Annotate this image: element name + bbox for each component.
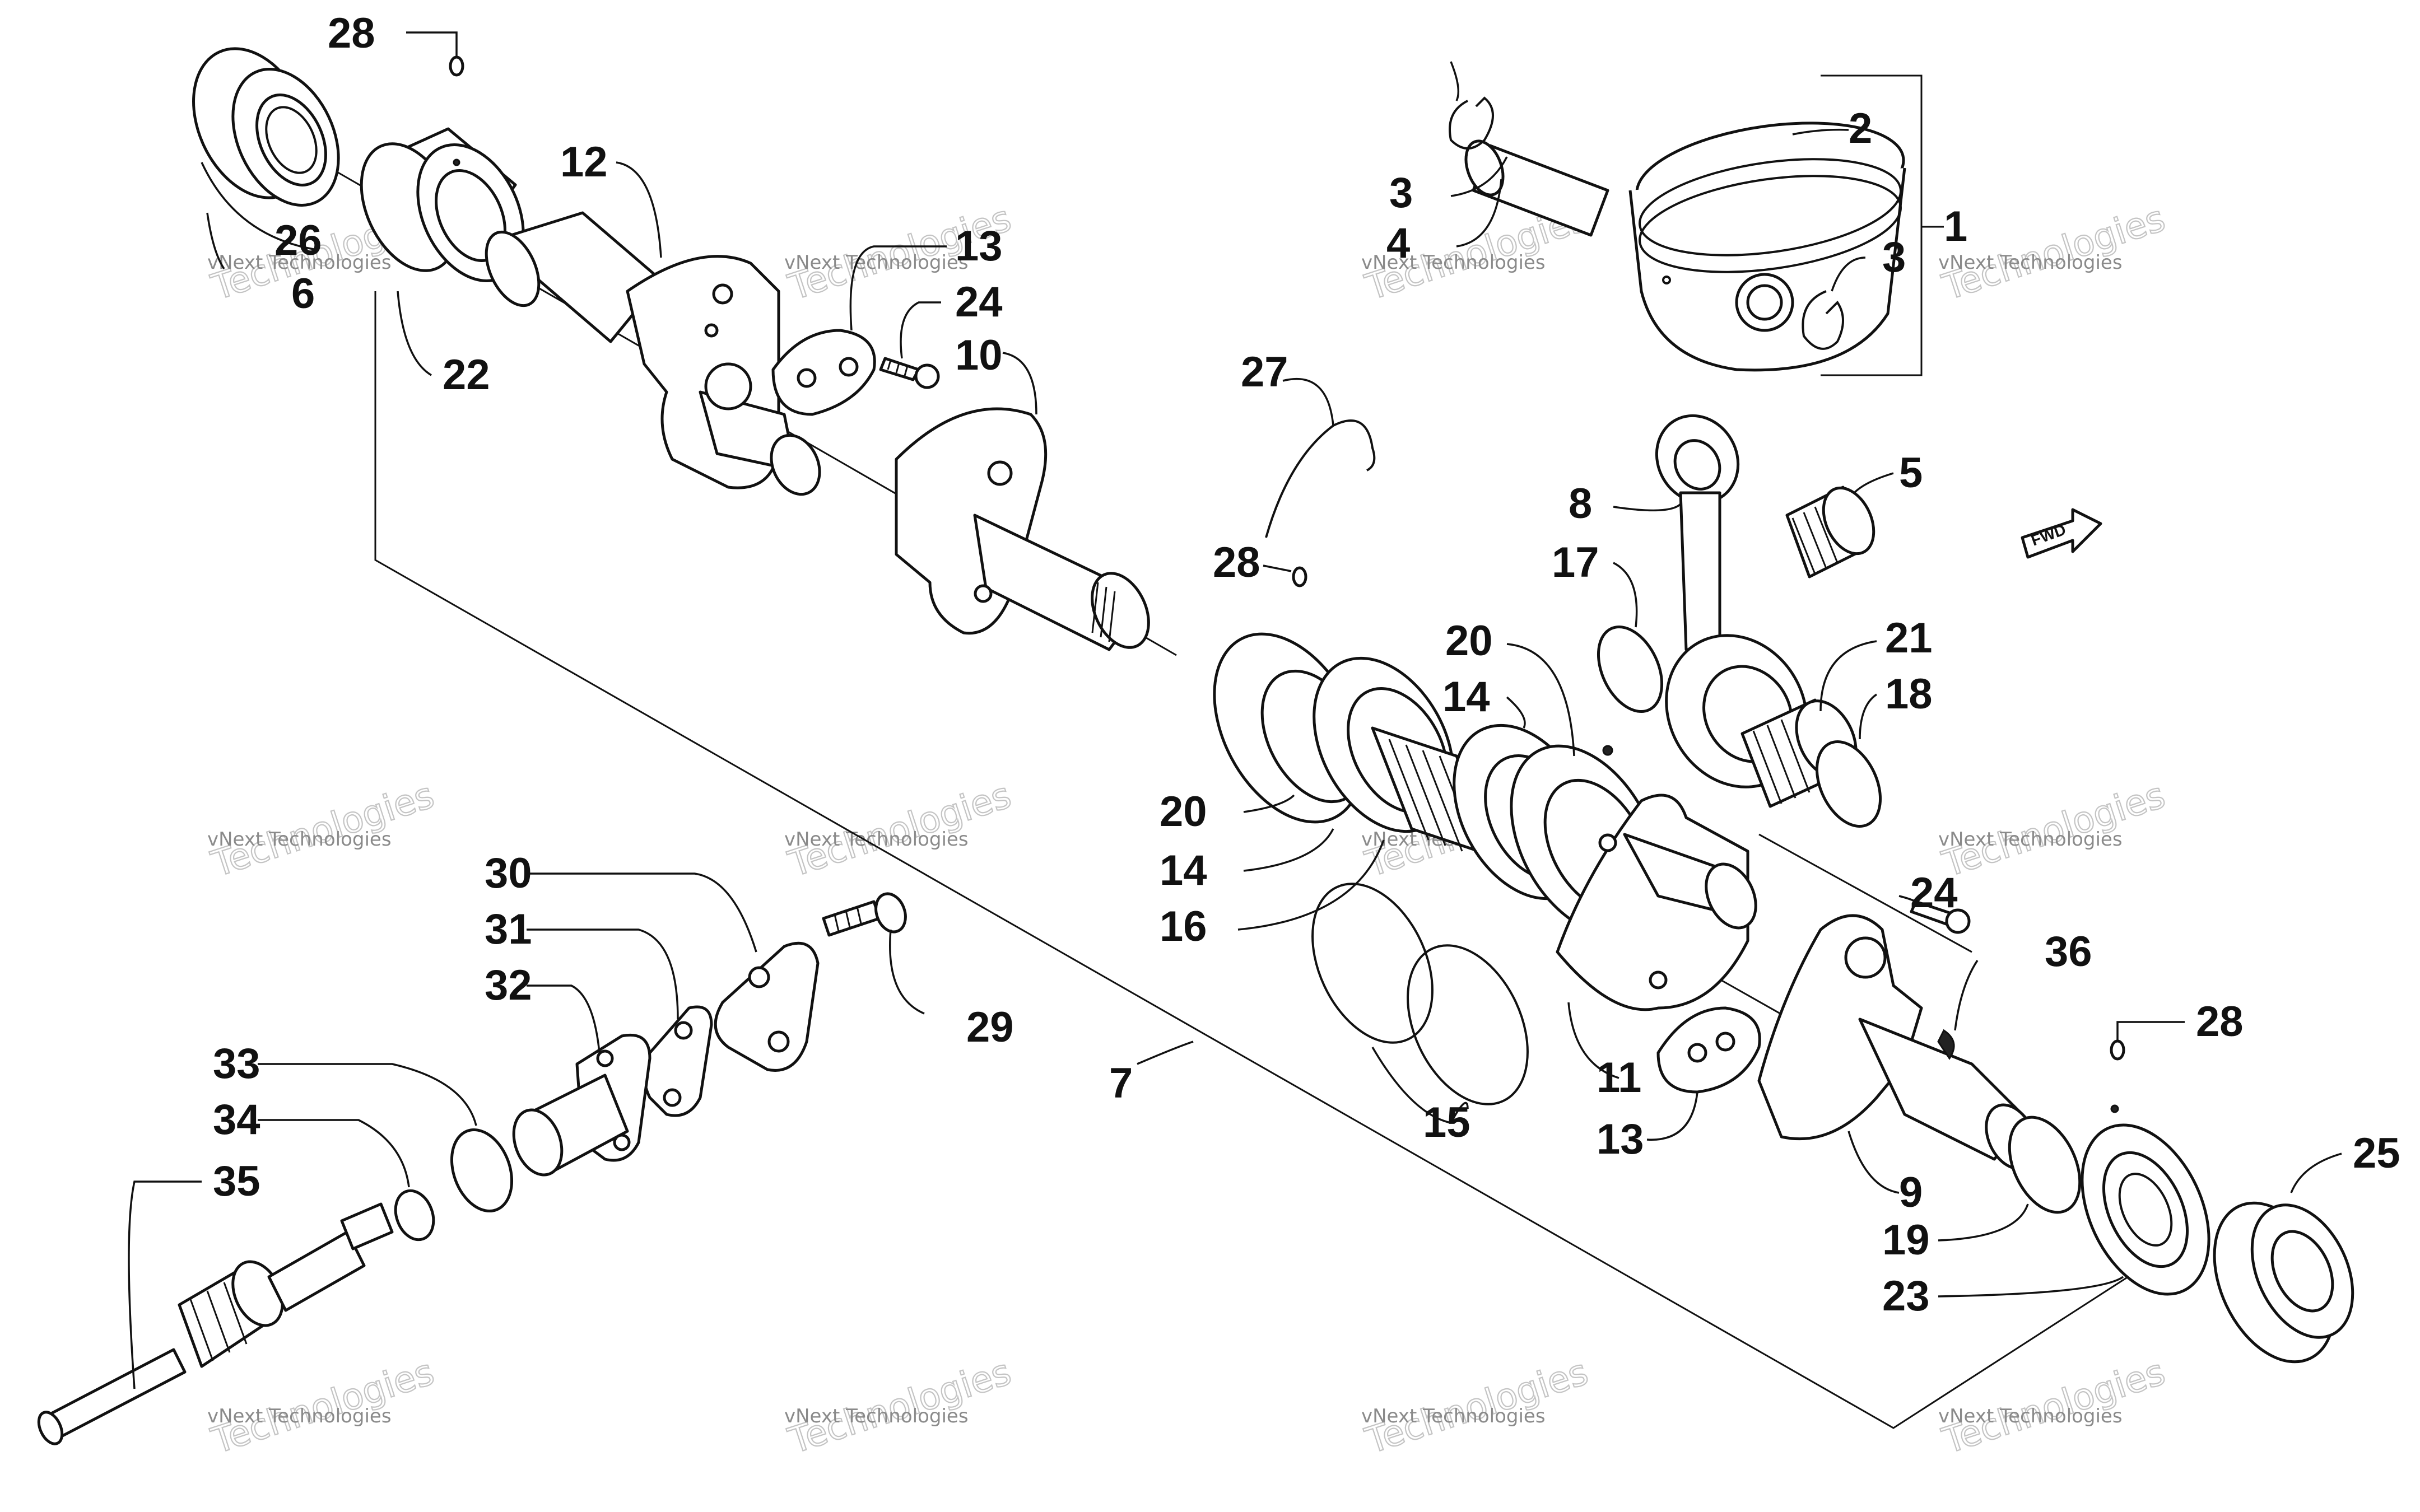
- piston: [1628, 122, 1906, 372]
- watermark-small: vNext Technologies: [784, 1405, 969, 1427]
- watermark-small: vNext Technologies: [1361, 251, 1546, 274]
- snap-ring: [1265, 419, 1376, 538]
- watermark-small: vNext Technologies: [1938, 251, 2123, 274]
- callout-26: 26: [274, 217, 322, 264]
- callout-10: 10: [955, 332, 1003, 379]
- callout-2: 2: [1849, 105, 1872, 152]
- callout-3: 3: [1882, 234, 1906, 281]
- callout-8: 8: [1569, 480, 1592, 528]
- watermark-small: vNext Technologies: [1938, 1405, 2123, 1427]
- callout-35: 35: [213, 1158, 260, 1205]
- callout-21: 21: [1885, 614, 1933, 662]
- watermark-small: vNext Technologies: [1938, 828, 2123, 851]
- watermark-small: vNext Technologies: [784, 251, 969, 274]
- callout-14: 14: [1160, 847, 1207, 894]
- callout-27: 27: [1241, 348, 1288, 396]
- callout-28: 28: [328, 10, 375, 57]
- bolt-29: [822, 892, 907, 937]
- callouts: 1 2 3 3 4 5 6 7 8 9 10 11 12 13 13 14 14…: [213, 10, 2400, 1320]
- callout-34: 34: [213, 1096, 260, 1144]
- callout-15: 15: [1423, 1099, 1470, 1146]
- callout-17: 17: [1552, 539, 1599, 586]
- callout-18: 18: [1885, 670, 1933, 718]
- screw-top: [879, 357, 940, 389]
- gasket-31: [643, 1005, 713, 1117]
- watermark-small: vNext Technologies: [1361, 1405, 1546, 1427]
- callout-25: 25: [2353, 1130, 2400, 1177]
- thrust-washer-rod-right: [1815, 740, 1882, 828]
- crankshaft-half-left: [485, 211, 821, 496]
- callout-28: 28: [2196, 998, 2244, 1046]
- callout-31: 31: [485, 906, 532, 953]
- callout-7: 7: [1109, 1060, 1133, 1107]
- callout-12: 12: [560, 138, 608, 186]
- roller-bearing-right: [2081, 1104, 2210, 1296]
- crankshaft-assembly-bracket: [374, 291, 2146, 1429]
- piston-pin-clip-right: [1802, 290, 1844, 350]
- piston-assembly-bracket: [1821, 74, 1923, 376]
- callout-33: 33: [213, 1040, 260, 1088]
- callout-32: 32: [485, 962, 532, 1009]
- counterweight-plate-top: [771, 329, 876, 416]
- crankshaft-half-11: [1556, 794, 1757, 1011]
- labyrinth-rings: [1311, 883, 1529, 1105]
- callout-28: 28: [1213, 539, 1260, 586]
- woodruff-key: [1937, 1029, 1955, 1060]
- callout-23: 23: [1882, 1272, 1930, 1320]
- leader-lines: [128, 31, 2342, 1389]
- callout-29: 29: [966, 1004, 1014, 1051]
- thrust-washer-rod-left: [1597, 625, 1664, 713]
- callout-20: 20: [1445, 617, 1493, 665]
- drive-gear-shaft-35: [37, 1202, 394, 1445]
- callout-9: 9: [1899, 1169, 1923, 1216]
- seal-34: [394, 1189, 435, 1242]
- callout-6: 6: [291, 270, 315, 318]
- callout-36: 36: [2045, 928, 2092, 976]
- callout-11: 11: [1597, 1054, 1641, 1102]
- counterweight-plate-bottom: [1656, 1006, 1761, 1094]
- watermark-small: vNext Technologies: [207, 828, 392, 851]
- callout-5: 5: [1899, 449, 1923, 497]
- callout-13: 13: [955, 222, 1003, 270]
- crankshaft-half-10: [895, 407, 1150, 651]
- callout-24: 24: [1910, 869, 1958, 917]
- callout-24: 24: [955, 278, 1003, 326]
- callout-22: 22: [443, 351, 490, 399]
- piston-pin-clip-left: [1449, 96, 1494, 150]
- callout-30: 30: [485, 850, 532, 897]
- callout-20: 20: [1160, 788, 1207, 836]
- watermark-small: vNext Technologies: [207, 251, 392, 274]
- callout-1: 1: [1944, 203, 1967, 250]
- o-ring-33: [450, 1128, 514, 1213]
- crankshaft-seal-right: [2213, 1201, 2354, 1364]
- callout-3: 3: [1389, 169, 1413, 217]
- crankshaft-half-9: [1757, 914, 2037, 1170]
- forward-arrow-icon: FWD: [2021, 508, 2102, 559]
- callout-4: 4: [1386, 220, 1410, 267]
- callout-14: 14: [1442, 673, 1490, 721]
- dowel-pin-middle: [1292, 566, 1307, 587]
- dowel-pin-right: [2110, 1039, 2125, 1061]
- needle-bearing-small-end: [1785, 486, 1876, 578]
- callout-13: 13: [1597, 1116, 1644, 1163]
- crankshaft-seal-left: [192, 47, 340, 207]
- piston-pin: [1464, 139, 1609, 237]
- callout-19: 19: [1882, 1216, 1930, 1264]
- thrust-washer: [2008, 1116, 2082, 1214]
- watermark-small: vNext Technologies: [207, 1405, 392, 1427]
- gasket-plate-30: [714, 941, 820, 1072]
- callout-16: 16: [1160, 903, 1207, 950]
- right-half-bracket: [1758, 833, 1972, 953]
- pump-housing-32: [512, 1033, 651, 1177]
